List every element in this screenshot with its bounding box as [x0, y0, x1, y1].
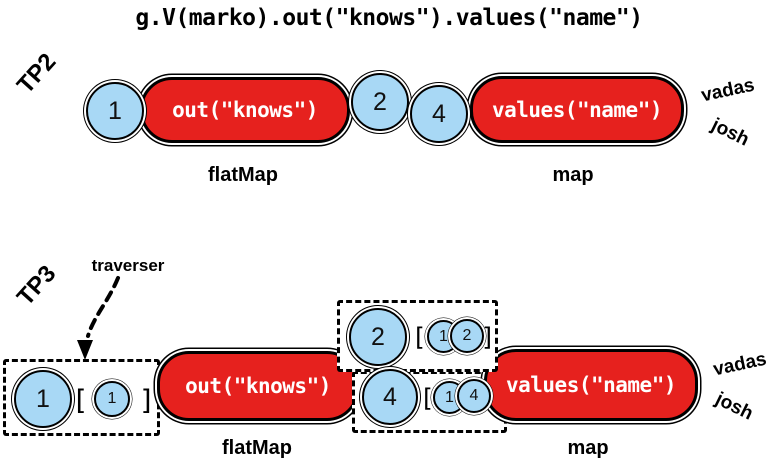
tp3-label: TP3 — [11, 260, 62, 312]
tp2-result-circle-2: 2 — [351, 73, 409, 131]
tp3-map-step: values("name") — [484, 349, 698, 421]
tp2-flatmap-step: out("knows") — [140, 77, 350, 143]
tp2-label: TP2 — [11, 48, 62, 100]
tp2-map-caption: map — [552, 164, 594, 186]
tp3-result4-bracket-open: [ — [419, 383, 435, 413]
tp3-input-bulk-circle: 1 — [94, 381, 130, 417]
tp2-output-josh: josh — [708, 114, 753, 151]
tp2-input-circle: 1 — [86, 82, 144, 140]
traverser-callout-label: traverser — [91, 256, 165, 275]
traverser-arrow — [77, 276, 120, 360]
traverser-arrow-shaft — [86, 276, 120, 338]
traverser-arrowhead-icon — [77, 340, 93, 360]
gremlin-query-title: g.V(marko).out("knows").values("name") — [135, 5, 643, 31]
tp3-result2-bracket-open: [ — [411, 322, 427, 352]
tp2-map-step: values("name") — [470, 76, 684, 143]
tp3-flatmap-caption: flatMap — [222, 437, 292, 459]
tp3-result2-bracket-close: ] — [480, 322, 496, 352]
tp3-input-bracket-open: [ — [71, 383, 89, 417]
tp2-result-circle-4: 4 — [410, 85, 468, 143]
tp3-result4-path-circle-4: 4 — [457, 379, 491, 413]
tp3-input-circle: 1 — [14, 370, 72, 428]
tp3-output-josh: josh — [712, 388, 757, 425]
tp2-flatmap-caption: flatMap — [208, 164, 278, 186]
tp3-output-vadas: vadas — [711, 348, 769, 381]
tp2-output-vadas: vadas — [699, 74, 757, 107]
tp3-result2-path-circle-2: 2 — [450, 319, 484, 353]
tp3-result-circle-4: 4 — [362, 369, 418, 425]
tp3-flatmap-step: out("knows") — [157, 351, 359, 421]
tp3-input-bracket-close: ] — [138, 383, 156, 417]
tp3-map-caption: map — [567, 437, 609, 459]
tp3-result-circle-2: 2 — [349, 308, 407, 366]
